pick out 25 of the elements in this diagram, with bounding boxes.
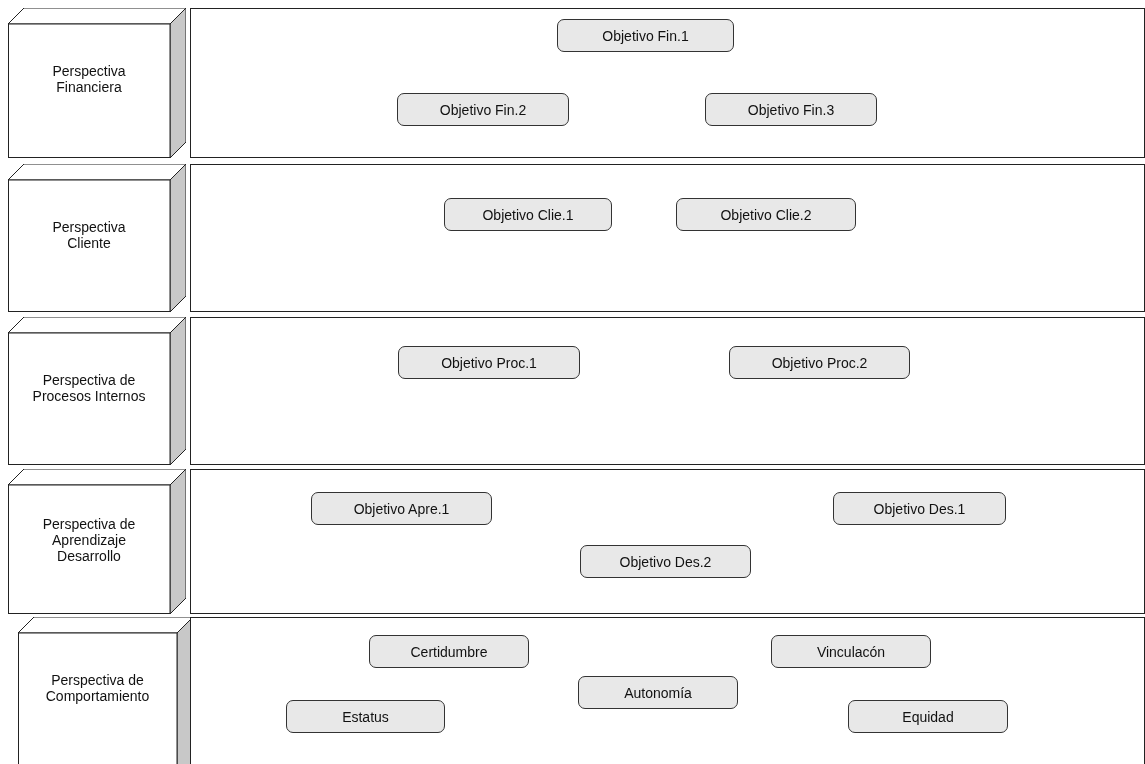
perspective-title: Perspectiva Financiera [51, 61, 127, 97]
perspective-title: Perspectiva de Procesos Internos [32, 370, 146, 406]
objective-box: Objetivo Proc.1 [398, 346, 580, 379]
perspective-band [190, 8, 1145, 158]
perspective-title: Perspectiva Cliente [51, 217, 127, 253]
objective-box: Objetivo Des.1 [833, 492, 1006, 525]
objective-box: Certidumbre [369, 635, 529, 668]
objective-box: Autonomía [578, 676, 738, 709]
perspective-band [190, 317, 1145, 465]
objective-box: Objetivo Clie.2 [676, 198, 856, 231]
perspective-title: Perspectiva de Comportamiento [44, 670, 151, 706]
objective-box: Objetivo Des.2 [580, 545, 751, 578]
objective-box: Objetivo Clie.1 [444, 198, 612, 231]
objective-box: Objetivo Apre.1 [311, 492, 492, 525]
objective-box: Equidad [848, 700, 1008, 733]
objective-box: Objetivo Proc.2 [729, 346, 910, 379]
objective-box: Objetivo Fin.3 [705, 93, 877, 126]
perspective-band [190, 617, 1145, 764]
perspective-band [190, 469, 1145, 614]
objective-box: Objetivo Fin.1 [557, 19, 734, 52]
perspective-band [190, 164, 1145, 312]
perspective-title: Perspectiva de Aprendizaje Desarrollo [41, 514, 137, 567]
objective-box: Objetivo Fin.2 [397, 93, 569, 126]
objective-box: Vinculacón [771, 635, 931, 668]
objective-box: Estatus [286, 700, 445, 733]
